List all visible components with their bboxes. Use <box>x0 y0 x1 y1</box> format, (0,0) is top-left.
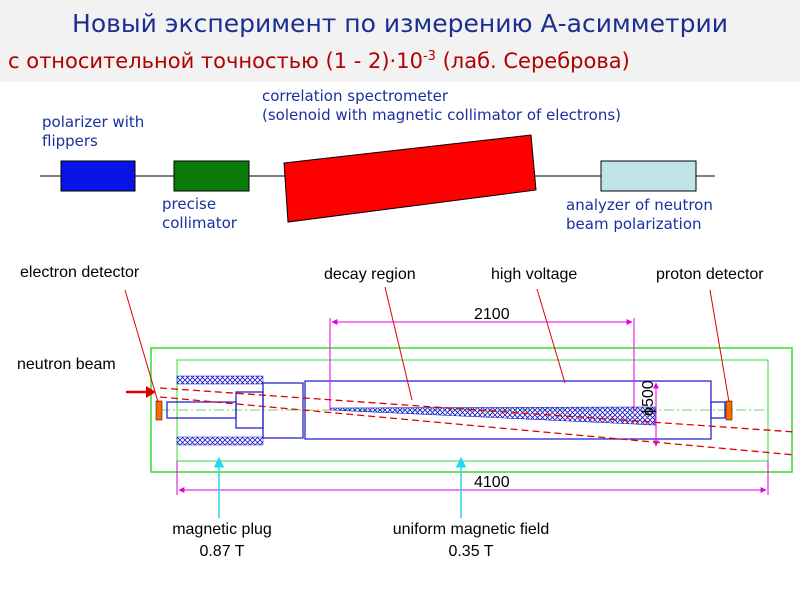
right-stub <box>710 401 726 419</box>
page-subtitle: с относительной точностью (1 - 2)·10-3 (… <box>8 49 630 73</box>
spectrometer-label: correlation spectrometer (solenoid with … <box>262 87 621 125</box>
subtitle-prefix: с относительной точностью (1 - 2)·10 <box>8 49 423 73</box>
decay-region-shape <box>329 406 656 426</box>
polarizer-block <box>60 160 136 192</box>
polarizer-label-line2: flippers <box>42 132 98 150</box>
proton-detector-label: proton detector <box>656 266 764 283</box>
magnetic-plug-label: magnetic plug 0.87 T <box>159 521 285 561</box>
collimator-label: precise collimator <box>162 195 237 233</box>
analyzer-label-line1: analyzer of neutron <box>566 196 713 214</box>
electron-detector <box>155 400 163 421</box>
coil-bottom-left <box>176 436 264 446</box>
neutron-beam-arrowhead <box>146 386 156 398</box>
proton-detector <box>725 400 733 421</box>
dim-4100-label: 4100 <box>474 474 510 491</box>
spectrometer-block <box>283 134 537 223</box>
uniform-field-value: 0.35 T <box>448 543 494 560</box>
magnetic-plug-name: magnetic plug <box>172 521 272 538</box>
analyzer-block <box>600 160 697 192</box>
uniform-field-label: uniform magnetic field 0.35 T <box>371 521 571 561</box>
neutron-beam-label: neutron beam <box>17 356 116 373</box>
collimator-label-line2: collimator <box>162 214 237 232</box>
subtitle-suffix: (лаб. Сереброва) <box>435 49 630 73</box>
outer-frame <box>150 347 793 473</box>
polarizer-label-line1: polarizer with <box>42 113 145 131</box>
page-title: Новый эксперимент по измерению А-асиммет… <box>72 9 728 38</box>
collimator-block <box>173 160 250 192</box>
high-voltage-label: high voltage <box>491 266 578 283</box>
leader-electron-detector <box>124 289 159 403</box>
leader-high-voltage <box>536 288 566 384</box>
dim-diameter-label: ϕ500 <box>640 380 657 416</box>
magnetic-plug-value: 0.87 T <box>199 543 245 560</box>
coil-top-left <box>176 375 264 385</box>
trajectory-1 <box>159 387 796 433</box>
polarizer-label: polarizer with flippers <box>42 113 144 151</box>
analyzer-label: analyzer of neutron beam polarization <box>566 196 713 234</box>
left-stub <box>166 401 237 419</box>
dim-2100-label: 2100 <box>474 306 510 323</box>
collimator-label-line1: precise <box>162 195 217 213</box>
electron-detector-label: electron detector <box>20 264 140 281</box>
leader-decay-region <box>384 286 413 401</box>
title-band <box>0 0 800 82</box>
subtitle-exponent: -3 <box>422 49 436 64</box>
uniform-field-name: uniform magnetic field <box>392 521 550 538</box>
analyzer-label-line2: beam polarization <box>566 215 702 233</box>
decay-region-label: decay region <box>324 266 416 283</box>
spectrometer-label-line1: correlation spectrometer <box>262 87 449 105</box>
spectrometer-label-line2: (solenoid with magnetic collimator of el… <box>262 106 621 124</box>
trajectory-2 <box>159 396 796 456</box>
leader-proton-detector <box>709 289 730 403</box>
